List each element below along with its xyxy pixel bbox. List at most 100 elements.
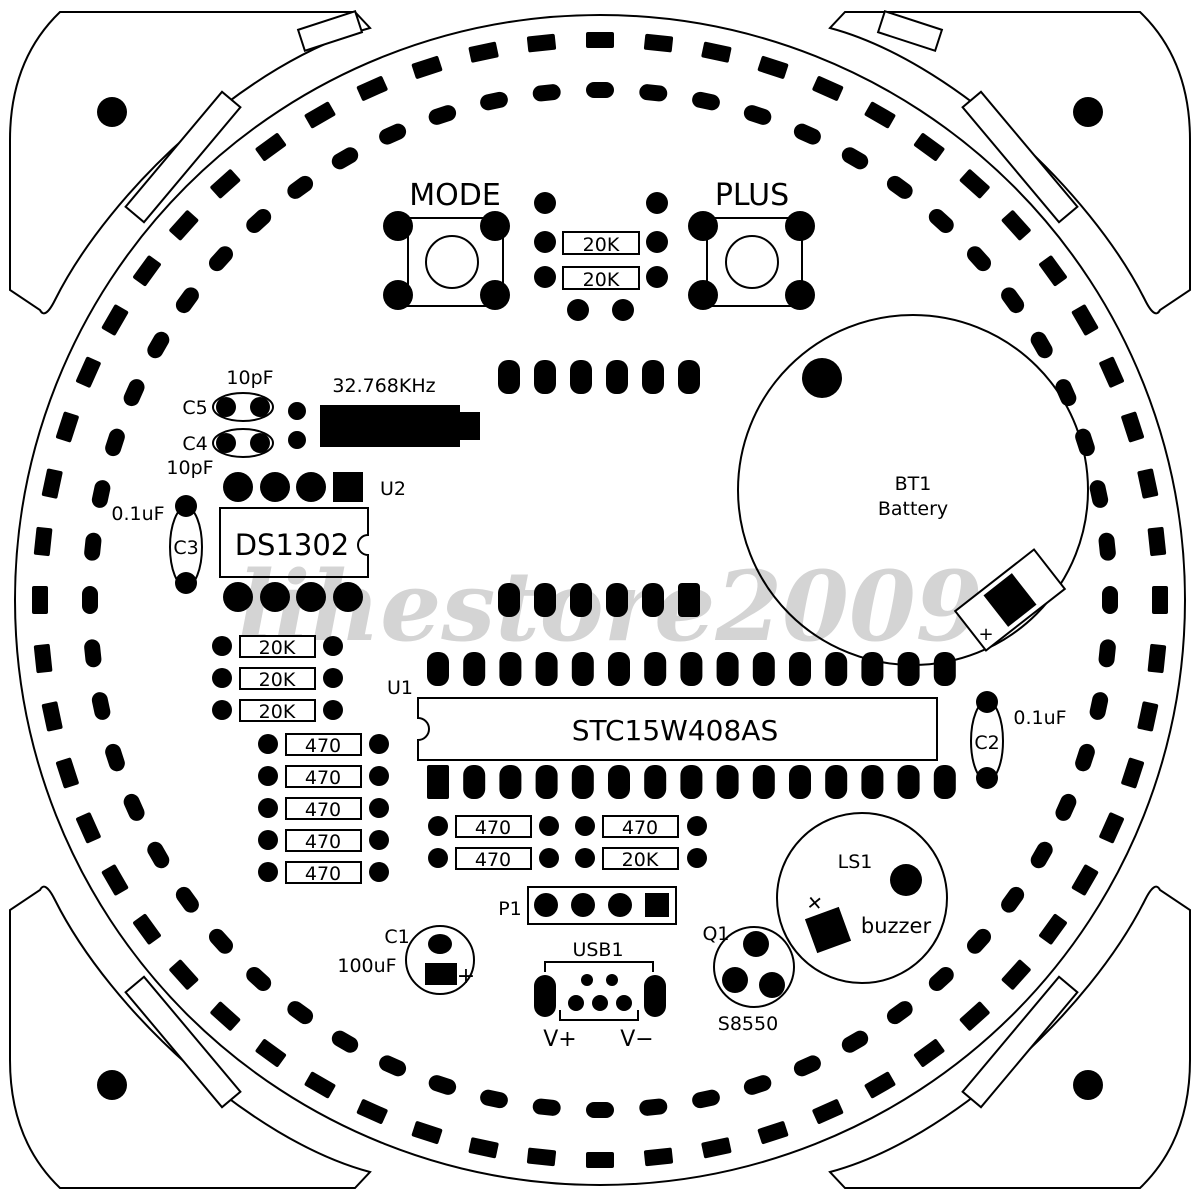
p1-label: P1 <box>498 898 522 920</box>
resistor-body <box>562 266 640 290</box>
slot-left-upper <box>124 90 242 224</box>
c4-value: 10pF <box>166 457 213 479</box>
slot-top-right <box>876 10 944 52</box>
led-pad-inner <box>586 82 614 98</box>
c3-label: C3 <box>173 537 198 559</box>
led-pad-outer <box>1099 356 1124 388</box>
led-pad-outer <box>169 210 199 241</box>
plus-pad-tr <box>785 211 815 241</box>
slot-right-lower <box>961 975 1079 1109</box>
led-pad-inner <box>147 841 170 869</box>
header-p1: P1 <box>498 886 677 925</box>
led-pad-inner <box>1001 886 1025 913</box>
slot-left-lower <box>124 975 242 1109</box>
led-pad-inner <box>379 123 407 145</box>
usb1-label: USB1 <box>572 939 623 961</box>
led-pad-outer <box>913 133 945 161</box>
led-pad-outer <box>757 55 789 79</box>
corner-tab-top-right <box>828 11 1191 315</box>
led-pad-outer <box>1147 643 1167 674</box>
led-pad-inner <box>1098 532 1116 561</box>
mode-label: MODE <box>409 178 501 213</box>
c5-value: 10pF <box>226 367 273 389</box>
c2-label: C2 <box>974 732 999 754</box>
led-pad-inner <box>91 692 111 720</box>
led-pad-inner <box>1089 480 1109 508</box>
led-pad-outer <box>812 76 844 101</box>
c1-label: C1 <box>384 926 409 948</box>
capacitor-c2: C2 0.1uF <box>970 691 1067 789</box>
resistor-label: 20K <box>259 637 296 659</box>
top-res-pad <box>567 299 589 321</box>
led-pad-outer <box>304 101 336 129</box>
board-outline <box>9 11 1191 1189</box>
led-pad-inner <box>105 743 125 772</box>
plus-pad-tl <box>688 211 718 241</box>
q1-outline <box>713 926 795 1008</box>
c1-plus: + <box>457 964 475 989</box>
led-pad-inner <box>379 1055 407 1077</box>
mcu-pin-bottom <box>499 765 522 799</box>
mcu-pin-top <box>752 652 775 686</box>
led-pad-inner <box>743 105 772 125</box>
corner-tab-bottom-left <box>9 885 372 1189</box>
led-pad-outer <box>411 1121 443 1145</box>
middle-resistors: 470 470 470 20K <box>428 815 707 871</box>
led-pad-outer <box>468 1137 499 1159</box>
top-res-pad <box>534 231 556 253</box>
mcu-pin-top <box>897 652 920 686</box>
mcu-pin-top <box>644 652 667 686</box>
led-pad-outer <box>913 1039 945 1067</box>
mode-pad-br <box>480 280 510 310</box>
capacitor-c3: 0.1uF C3 <box>111 495 203 594</box>
led-pad-inner <box>208 928 234 954</box>
led-pad-outer <box>1137 468 1159 499</box>
c2-value: 0.1uF <box>1013 707 1066 729</box>
mode-switch-body <box>407 217 504 307</box>
transistor-q1: Q1 S8550 <box>702 923 795 1035</box>
mode-pad-tr <box>480 211 510 241</box>
mcu-pin-top <box>499 652 522 686</box>
led-pad-inner <box>246 208 272 234</box>
led-pad-outer <box>41 701 63 732</box>
mcu-pin-top <box>933 652 956 686</box>
led-pad-inner <box>966 928 992 954</box>
c4-label: C4 <box>182 433 207 455</box>
c3-value: 0.1uF <box>111 503 164 525</box>
led-pad-outer <box>41 468 63 499</box>
battery-terminal-pad <box>983 573 1037 627</box>
led-pad-inner <box>532 1098 561 1116</box>
led-pad-inner <box>147 331 170 359</box>
mcu-pin-top <box>535 652 558 686</box>
led-pad-outer <box>76 356 101 388</box>
mcu-pin-bottom <box>752 765 775 799</box>
led-pad-outer <box>701 1137 732 1159</box>
led-pad-inner <box>105 428 125 457</box>
resistor-label: 470 <box>305 735 341 757</box>
led-pad-inner <box>480 1089 508 1109</box>
plus-label: PLUS <box>715 178 789 213</box>
mcu-pin-top <box>571 652 594 686</box>
hole-bottom-right <box>1073 1070 1103 1100</box>
mcu-pin-bottom <box>897 765 920 799</box>
mcu-pin-bottom <box>825 765 848 799</box>
led-pad-outer <box>757 1121 789 1145</box>
led-pad-inner <box>175 287 199 314</box>
led-pad-inner <box>586 1102 614 1118</box>
led-pad-inner <box>175 886 199 913</box>
display-header-top <box>498 360 700 394</box>
led-pad-outer <box>304 1071 336 1099</box>
mcu-pin-bottom <box>644 765 667 799</box>
led-pad-outer <box>526 33 557 53</box>
corner-tab-top-left <box>9 11 372 315</box>
mode-pad-tl <box>383 211 413 241</box>
led-pad-inner <box>1055 793 1077 821</box>
mcu-body <box>417 697 938 761</box>
mcu-pin-bottom <box>571 765 594 799</box>
led-pad-outer <box>586 1152 614 1168</box>
led-pad-outer <box>1071 864 1099 896</box>
resistor-label: 20K <box>583 234 620 256</box>
led-pad-outer <box>864 1071 896 1099</box>
mcu-pin-top <box>680 652 703 686</box>
mcu-pin-bottom <box>789 765 811 799</box>
